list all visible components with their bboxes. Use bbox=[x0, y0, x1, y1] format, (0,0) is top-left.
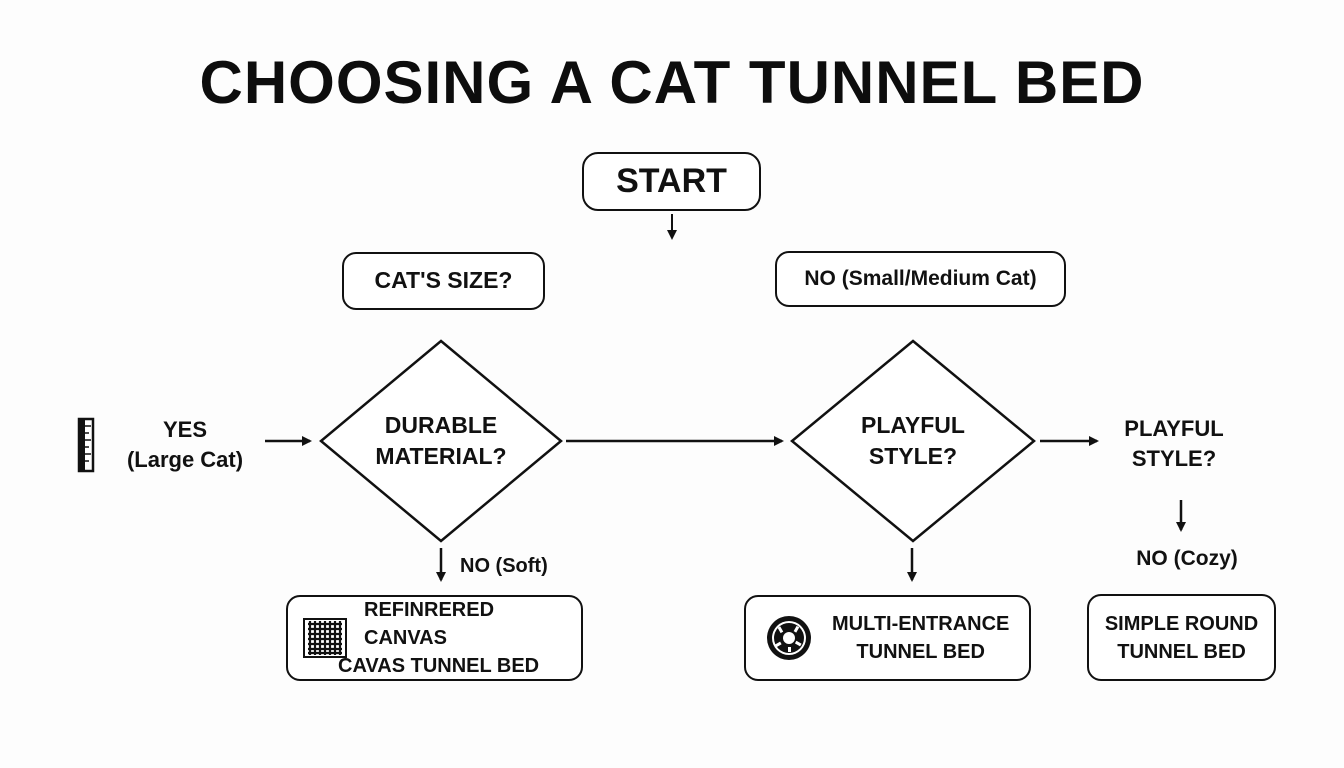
playful-decision-text: PLAYFUL STYLE? bbox=[818, 405, 1008, 477]
durable-line2: MATERIAL? bbox=[375, 443, 507, 469]
simple-round-tunnel-bed-node: SIMPLE ROUND TUNNEL BED bbox=[1087, 594, 1276, 681]
durable-line1: DURABLE bbox=[384, 411, 498, 438]
no-small-medium-label: NO (Small/Medium Cat) bbox=[804, 267, 1037, 291]
ruler-icon bbox=[77, 417, 95, 473]
yes-label-line2: (Large Cat) bbox=[126, 446, 244, 472]
start-label: START bbox=[616, 162, 727, 201]
yes-label-line1: YES bbox=[162, 417, 208, 442]
canvas-tunnel-bed-node: REFINRERED CANVAS CAVAS TUNNEL BED bbox=[286, 595, 583, 681]
canvas-texture-icon bbox=[303, 618, 347, 658]
no-cozy-label: NO (Cozy) bbox=[1136, 547, 1238, 570]
yes-large-cat-label: YES (Large Cat) bbox=[110, 415, 260, 474]
size-question-label: CAT'S SIZE? bbox=[374, 267, 513, 294]
multi-result-line1: MULTI-ENTRANCE bbox=[832, 613, 1010, 635]
durable-decision-text: DURABLE MATERIAL? bbox=[346, 405, 536, 477]
size-question-node: CAT'S SIZE? bbox=[342, 252, 545, 310]
round-result-line1: SIMPLE ROUND bbox=[1104, 612, 1259, 635]
no-small-medium-node: NO (Small/Medium Cat) bbox=[775, 251, 1066, 307]
no-soft-label: NO (Soft) bbox=[460, 555, 548, 577]
start-node: START bbox=[582, 152, 761, 211]
playful-label-line2: STYLE? bbox=[1131, 445, 1217, 471]
donut-bed-icon bbox=[767, 616, 811, 660]
canvas-result-line2: CAVAS TUNNEL BED bbox=[338, 655, 540, 677]
multi-result-line2: TUNNEL BED bbox=[856, 641, 985, 663]
diagram-title: CHOOSING A CAT TUNNEL BED bbox=[199, 49, 1145, 116]
canvas-result-line1: REFINRERED CANVAS bbox=[364, 599, 495, 649]
durable-decision-diamond bbox=[319, 339, 563, 543]
playful-style-label: PLAYFUL STYLE? bbox=[1104, 414, 1244, 473]
round-result-line2: TUNNEL BED bbox=[1117, 640, 1246, 663]
playful-decision-diamond bbox=[790, 339, 1036, 543]
playful-line1: PLAYFUL bbox=[861, 411, 965, 438]
playful-label-line1: PLAYFUL bbox=[1124, 416, 1224, 441]
playful-line2: STYLE? bbox=[868, 443, 958, 469]
multi-entrance-tunnel-bed-node: MULTI-ENTRANCE TUNNEL BED bbox=[744, 595, 1031, 681]
